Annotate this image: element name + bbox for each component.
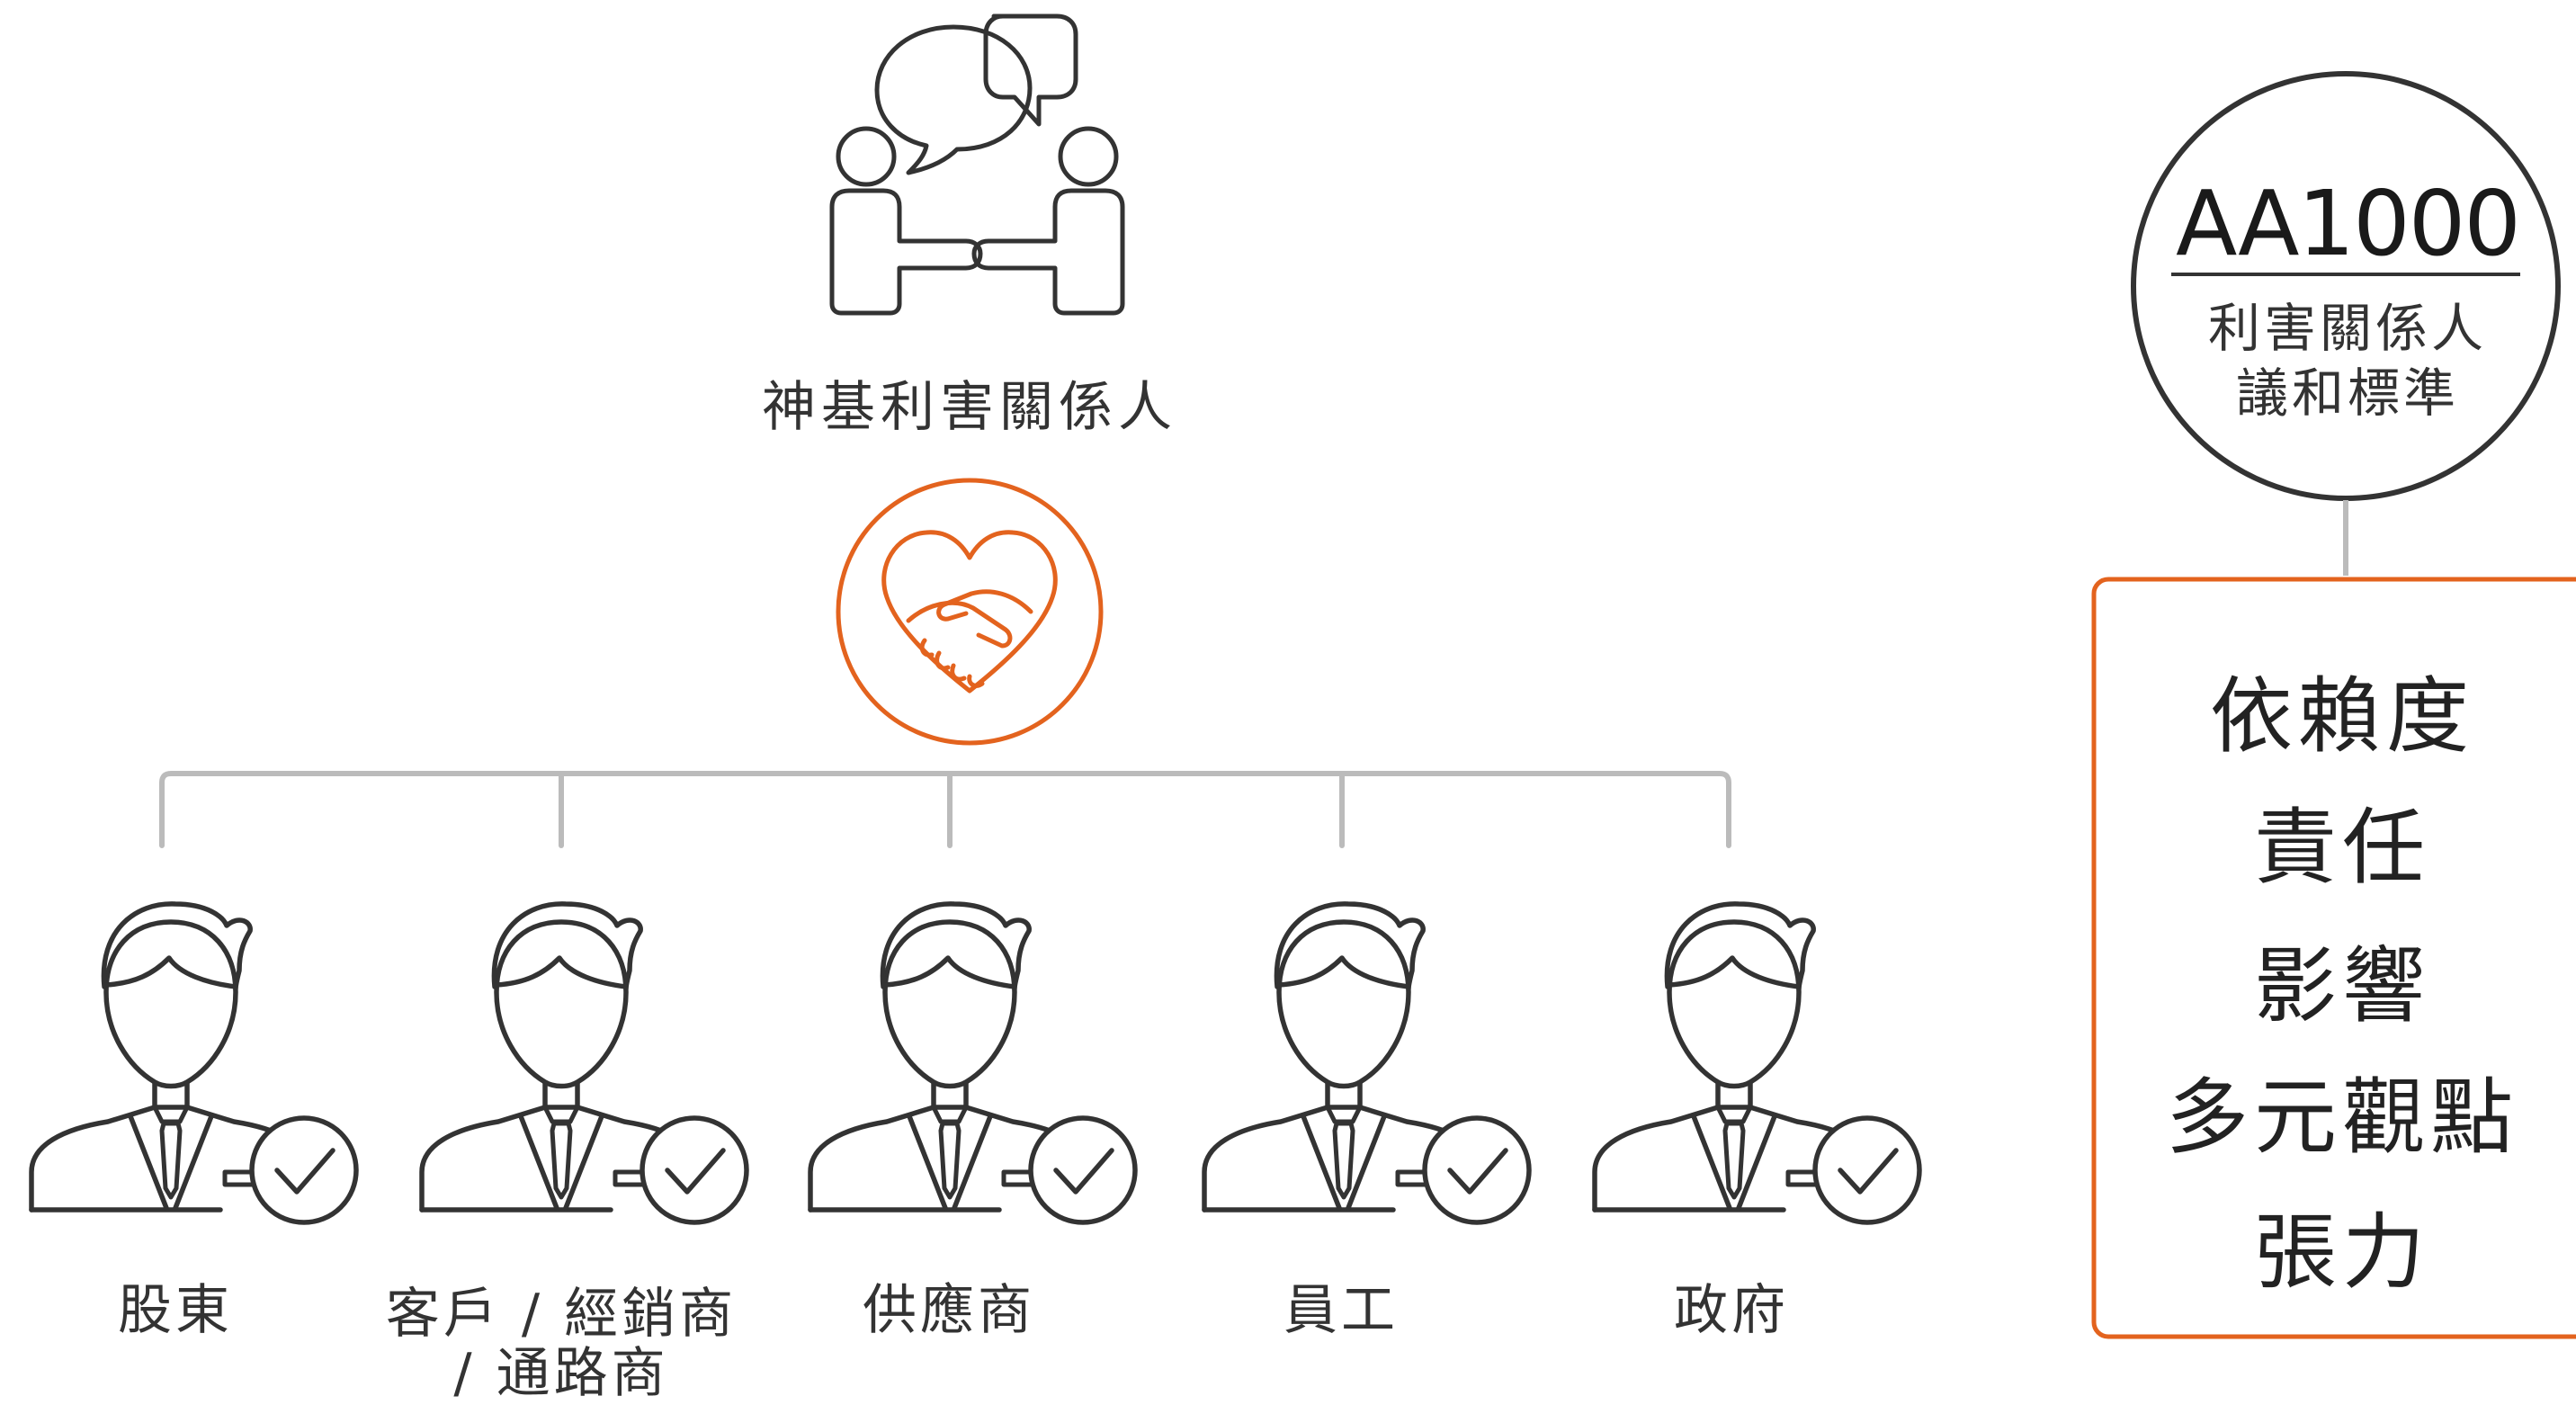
heart-handshake-icon: [836, 478, 1104, 746]
businessman-check-icon: [31, 904, 356, 1222]
stakeholder-label-employees: 員工: [1220, 1281, 1462, 1340]
standard-subtitle-line1: 利害關係人: [2207, 298, 2487, 359]
stakeholder-label-line: 供應商: [863, 1279, 1035, 1342]
main-label: 神基利害關係人: [762, 376, 1177, 439]
stakeholder-label-line: 股東: [118, 1279, 233, 1342]
standard-circle: [2131, 71, 2561, 501]
standard-title: AA1000: [2175, 171, 2521, 276]
principle-item: 影響: [2253, 938, 2430, 1034]
businessman-check-icon: [810, 904, 1135, 1222]
stakeholder-label-line: / 通路商: [453, 1342, 669, 1405]
connector-bracket: [159, 771, 1731, 848]
stakeholder-label-suppliers: 供應商: [827, 1281, 1070, 1340]
principles-box: [2091, 577, 2576, 1339]
stakeholder-label-line: 政府: [1674, 1279, 1789, 1342]
businessman-check-icon: [422, 904, 747, 1222]
stakeholder-label-shareholders: 股東: [54, 1281, 297, 1340]
dialogue-people-icon: [829, 13, 1125, 316]
businessman-check-icon: [1595, 904, 1919, 1222]
principle-item: 多元觀點: [2165, 1069, 2518, 1166]
principle-item: 依賴度: [2209, 668, 2474, 765]
stakeholder-label-customers: 客戶 / 經銷商 / 通路商: [363, 1284, 759, 1403]
stakeholder-label-line: 客戶 / 經銷商: [385, 1283, 738, 1346]
principle-item: 責任: [2253, 800, 2430, 896]
principle-item: 張力: [2253, 1204, 2430, 1301]
stakeholder-label-line: 員工: [1284, 1279, 1399, 1342]
stakeholder-label-government: 政府: [1610, 1281, 1853, 1340]
standard-subtitle-line2: 議和標準: [2235, 362, 2459, 424]
businessman-check-icon: [1204, 904, 1529, 1222]
